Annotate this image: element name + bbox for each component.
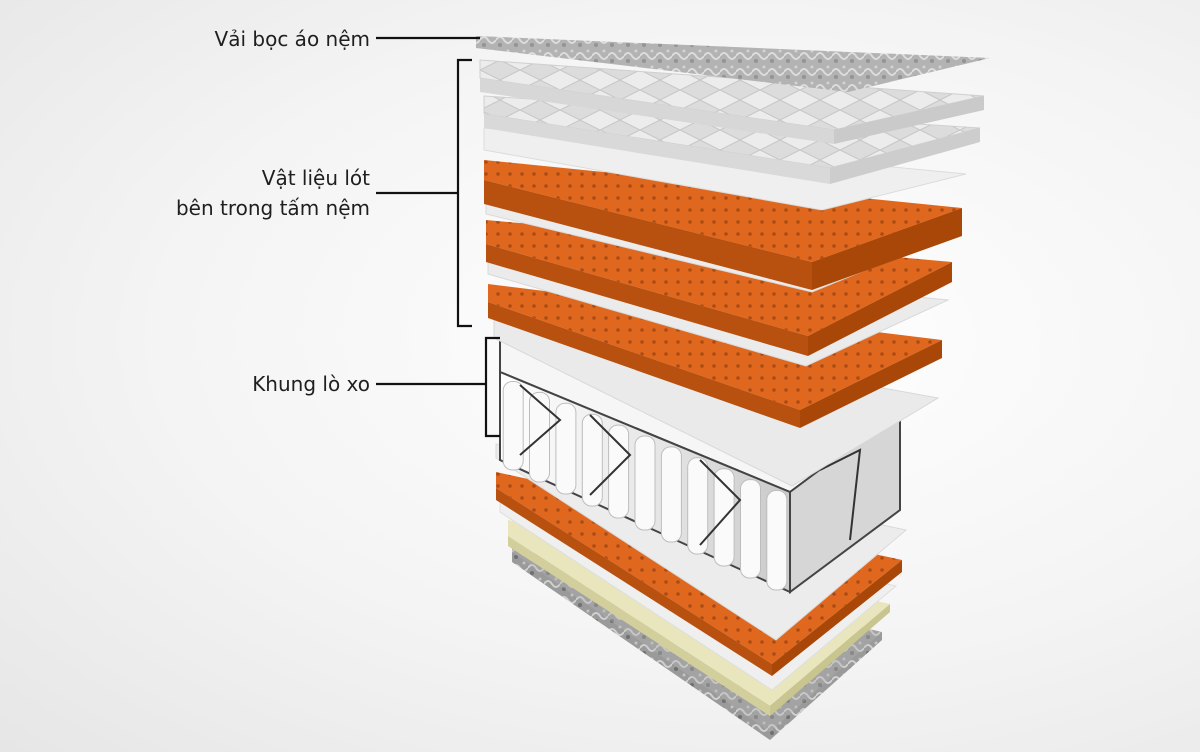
spring-pocket bbox=[766, 490, 788, 591]
quilted-foam-layer-2 bbox=[483, 95, 981, 184]
comfort-layers-label: Vật liệu lót bên trong tấm nệm bbox=[176, 163, 370, 223]
spring-pocket bbox=[502, 381, 524, 471]
spring-pocket bbox=[740, 479, 761, 579]
comfort-layers-label-line-1: Vật liệu lót bbox=[261, 166, 370, 190]
label-leader-lines bbox=[376, 36, 500, 438]
quilted-foam-layer-1 bbox=[479, 59, 985, 144]
spring-pocket bbox=[581, 413, 603, 507]
spring-unit-label: Khung lò xo bbox=[252, 372, 370, 396]
spring-pocket bbox=[555, 402, 577, 495]
comfort-layers-label-line-2: bên trong tấm nệm bbox=[175, 196, 370, 220]
orange-foam-layer-1 bbox=[484, 160, 962, 290]
spring-pocket bbox=[687, 457, 709, 555]
orange-foam-layer-3 bbox=[488, 284, 942, 428]
top-cover-fabric-layer bbox=[476, 36, 990, 92]
spring-pocket bbox=[608, 424, 630, 519]
spring-unit-bracket bbox=[484, 336, 500, 438]
orange-foam-layer-2 bbox=[486, 220, 952, 356]
spring-pocket bbox=[660, 446, 682, 543]
cover-fabric-label: Vải bọc áo nệm bbox=[214, 27, 370, 51]
spring-pocket-columns bbox=[502, 381, 788, 591]
comfort-layers-bracket bbox=[456, 58, 472, 328]
spring-pocket bbox=[634, 435, 656, 531]
